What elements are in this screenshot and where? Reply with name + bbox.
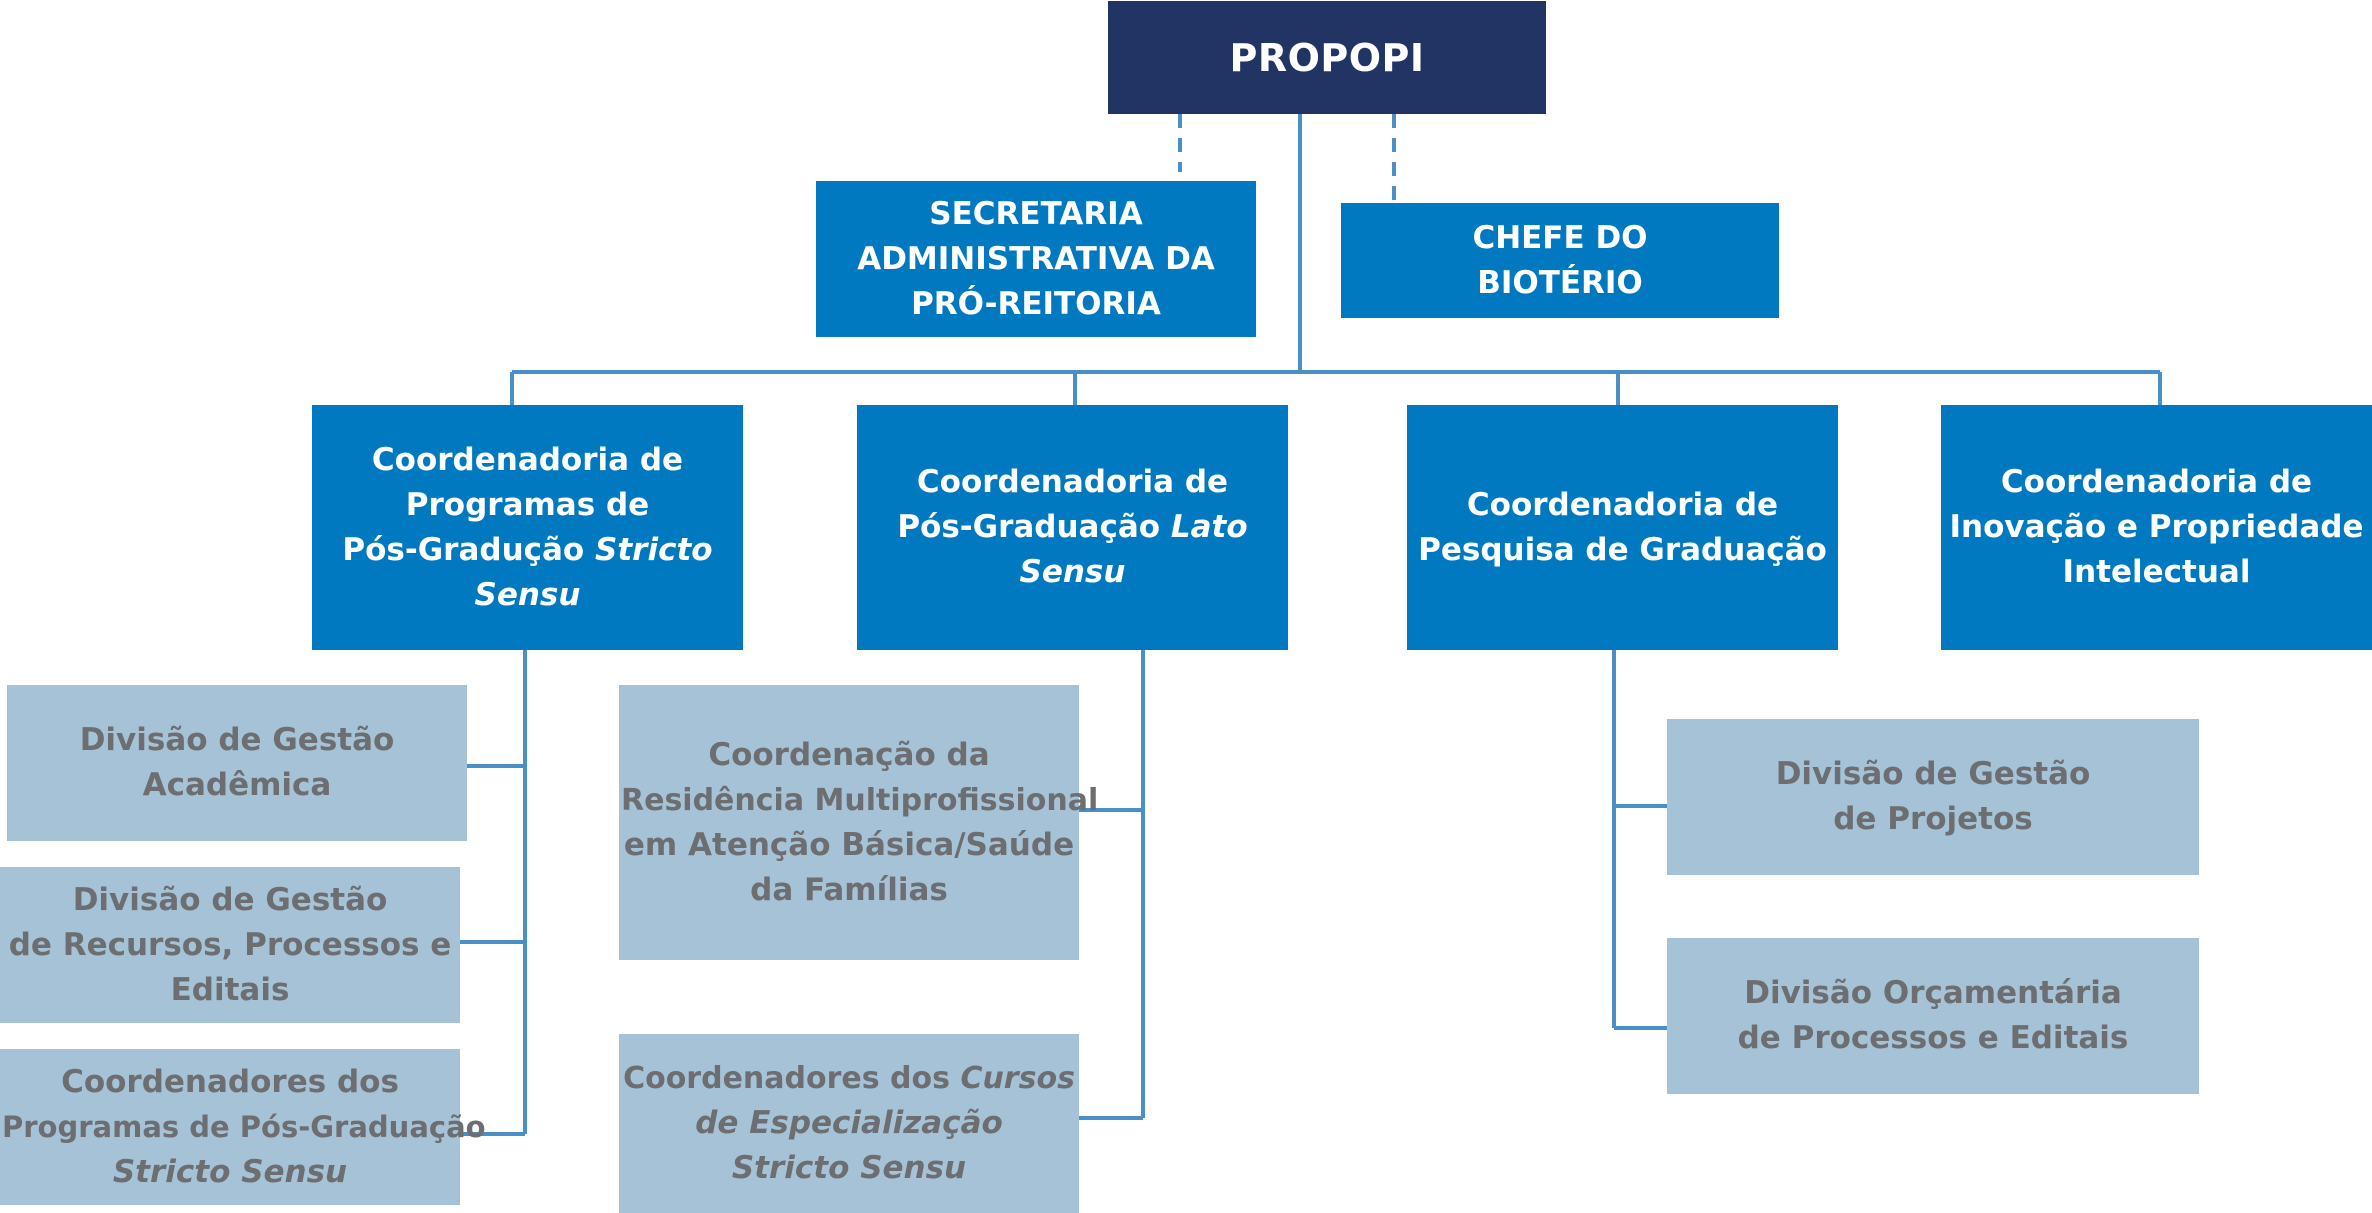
coord-3-line-1: Coordenadoria de (1466, 486, 1779, 523)
residencia-line-4: da Famílias (750, 871, 948, 908)
secretaria-line-3: PRÓ-REITORIA (911, 285, 1161, 322)
coord-4-line-2: Inovação e Propriedade (1949, 509, 2364, 545)
coord-1-line-3b: Stricto (595, 531, 713, 568)
div-orcamentaria-box: Divisão Orçamentária de Processos e Edit… (1667, 938, 2199, 1094)
div-gestao-academica-box: Divisão de Gestão Acadêmica (7, 685, 467, 841)
especializacao-line-2: de Especialização (695, 1105, 1003, 1141)
bioterio-line-1: CHEFE DO (1472, 219, 1648, 256)
residencia-line-1: Coordenação da (708, 736, 990, 773)
coord-1-line-3a: Pós-Gradução (342, 531, 596, 568)
div-gestao-recursos-box: Divisão de Gestão de Recursos, Processos… (0, 867, 460, 1023)
coord-pesquisa-box: Coordenadoria de Pesquisa de Graduação (1407, 405, 1838, 650)
div-academica-line-2: Acadêmica (142, 767, 332, 803)
secretaria-line-1: SECRETARIA (929, 195, 1143, 232)
div-recursos-line-3: Editais (170, 971, 290, 1008)
coord-programas-line-2: Programas de Pós-Graduação (2, 1109, 486, 1144)
coord-2-line-2b: Lato (1170, 509, 1248, 545)
coordenadores-programas-box: Coordenadores dos Programas de Pós-Gradu… (0, 1049, 486, 1205)
coord-2-line-2a: Pós-Graduação (897, 509, 1171, 545)
coord-2-line-3: Sensu (1019, 554, 1126, 590)
div-projetos-line-2: de Projetos (1833, 801, 2033, 837)
div-orcamentaria-line-2: de Processos e Editais (1737, 1020, 2129, 1056)
secretaria-line-2: ADMINISTRATIVA DA (857, 240, 1215, 277)
coord-2-line-2: Pós-Graduação Lato (865, 505, 1280, 550)
bioterio-line-2: BIOTÉRIO (1477, 264, 1643, 301)
propopi-box: PROPOPI (1108, 1, 1546, 114)
coord-inovacao-box: Coordenadoria de Inovação e Propriedade … (1941, 405, 2372, 650)
coord-programas-line-1: Coordenadores dos (61, 1063, 399, 1100)
especializacao-line-1b: Cursos (960, 1061, 1075, 1096)
div-recursos-line-2: de Recursos, Processos e (8, 926, 452, 963)
div-gestao-projetos-box: Divisão de Gestão de Projetos (1667, 719, 2199, 875)
especializacao-line-1: Coordenadores dos Cursos (621, 1056, 1077, 1101)
coord-stricto-sensu-box: Coordenadoria de Programas de Pós-Graduç… (312, 405, 743, 650)
coord-1-line-1: Coordenadoria de (371, 441, 684, 478)
coord-1-line-3: Pós-Gradução Stricto (320, 528, 735, 573)
div-academica-line-1: Divisão de Gestão (79, 722, 395, 758)
especializacao-line-1a: Coordenadores dos (623, 1061, 961, 1096)
coord-programas-line-3: Stricto Sensu (112, 1153, 348, 1190)
residencia-line-2: Residência Multiprofissional (621, 782, 1099, 818)
coord-lato-sensu-box: Coordenadoria de Pós-Graduação Lato Sens… (857, 405, 1288, 650)
coord-2-line-1: Coordenadoria de (916, 464, 1229, 500)
secretaria-box: SECRETARIA ADMINISTRATIVA DA PRÓ-REITORI… (816, 181, 1256, 337)
div-projetos-line-1: Divisão de Gestão (1775, 756, 2091, 792)
coord-1-line-2: Programas de (405, 486, 650, 523)
propopi-label: PROPOPI (1229, 35, 1425, 80)
coord-3-line-2: Pesquisa de Graduação (1418, 531, 1827, 568)
coord-1-line-4: Sensu (474, 576, 581, 613)
residencia-multiprofissional-box: Coordenação da Residência Multiprofissio… (619, 685, 1099, 960)
especializacao-line-3: Stricto Sensu (731, 1150, 967, 1186)
residencia-line-3: em Atenção Básica/Saúde (623, 826, 1075, 863)
bioterio-box: CHEFE DO BIOTÉRIO (1341, 203, 1779, 318)
coordenadores-especializacao-box: Coordenadores dos Cursos de Especializaç… (619, 1034, 1079, 1213)
coord-4-line-1: Coordenadoria de (2000, 464, 2313, 500)
coord-4-line-3: Intelectual (2062, 554, 2251, 590)
div-orcamentaria-line-1: Divisão Orçamentária (1744, 975, 2122, 1011)
div-recursos-line-1: Divisão de Gestão (72, 881, 388, 918)
